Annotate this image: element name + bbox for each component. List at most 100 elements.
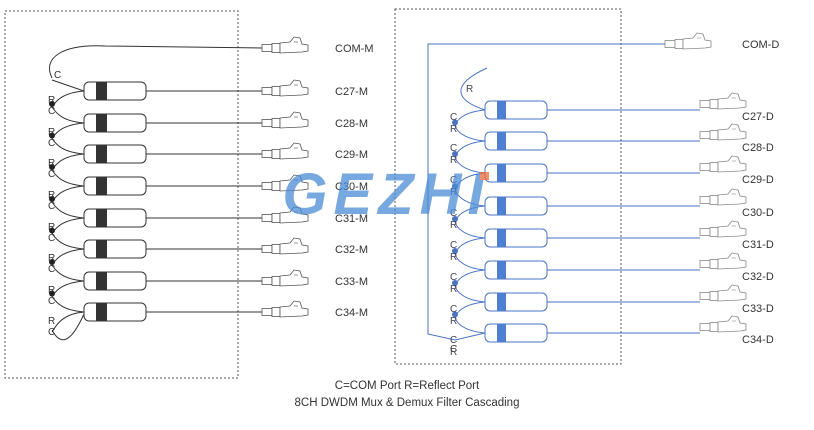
port-r-label: R — [48, 158, 55, 169]
channel-connector — [261, 237, 309, 255]
connector-boot — [261, 150, 273, 158]
filter-body — [83, 302, 147, 322]
port-r-label: R — [450, 347, 457, 358]
connector-ferrule — [709, 162, 719, 172]
port-c-label: C — [450, 240, 457, 251]
connector-boot — [261, 182, 273, 190]
mux-group: CCOM-MC27-MRCC28-MRCC29-MRCC30-MRCC31-MR… — [48, 36, 374, 341]
port-c-label: C — [450, 335, 457, 346]
legend-ports: C=COM Port R=Reflect Port — [334, 380, 480, 392]
connector-boot — [261, 214, 273, 222]
connector-ferrule — [271, 276, 281, 286]
junction-dot — [452, 216, 458, 222]
port-c-label: C — [54, 70, 61, 81]
filter-core — [96, 272, 107, 290]
filter-body — [484, 163, 548, 183]
channel-connector — [261, 79, 309, 97]
mux-filter-3: C29-MRC — [48, 142, 368, 180]
filter-core — [497, 324, 506, 342]
port-c-label: C — [48, 169, 55, 180]
junction-dot — [452, 311, 458, 318]
filter-core — [96, 114, 107, 132]
filter-core — [497, 101, 506, 119]
port-c-label: C — [48, 233, 55, 244]
connector-housing — [717, 123, 747, 141]
connector-boot — [261, 308, 273, 316]
port-c-label: C — [450, 272, 457, 283]
port-r-label: R — [48, 190, 55, 201]
connector-ferrule — [271, 86, 281, 96]
port-r-label: R — [48, 127, 55, 138]
connector-ferrule — [674, 39, 684, 49]
channel-label: C27-M — [335, 86, 368, 98]
connector-boot — [699, 292, 711, 300]
watermark-accent — [480, 172, 489, 180]
connector-housing — [279, 206, 309, 224]
port-r-label: R — [450, 187, 457, 198]
connector-ferrule — [271, 244, 281, 254]
junction-dot — [452, 151, 458, 157]
filter-core — [497, 132, 506, 150]
junction-dot — [452, 119, 458, 126]
connector-boot — [261, 87, 273, 95]
port-r-label: R — [450, 284, 457, 295]
port-r-label: R — [48, 253, 55, 264]
port-c-label: C — [48, 264, 55, 275]
connector-housing — [279, 269, 309, 287]
channel-label: C31-D — [742, 239, 774, 251]
com-fiber — [49, 45, 263, 79]
filter-core — [497, 197, 506, 215]
connector-ferrule — [271, 43, 281, 53]
mux-filter-2: C28-M RC — [48, 111, 368, 149]
port-c-label: C — [48, 296, 55, 307]
channel-connector — [699, 123, 747, 141]
mux-module-border — [4, 10, 239, 379]
channel-label: C27-D — [742, 111, 774, 123]
connector-housing — [682, 32, 712, 50]
filter-core — [497, 261, 506, 279]
junction-dot — [49, 101, 55, 107]
junction-dot — [49, 290, 55, 297]
connector-boot — [699, 323, 711, 331]
filter-core — [497, 293, 506, 311]
cascade-fiber — [51, 79, 85, 333]
junction-dot — [49, 196, 55, 202]
junction-dot — [49, 164, 55, 170]
filter-core — [96, 177, 107, 195]
channel-connector — [699, 284, 747, 302]
connector-housing — [717, 284, 747, 302]
filter-body — [484, 323, 548, 343]
channel-connector — [699, 252, 747, 270]
connector-boot — [699, 228, 711, 236]
channel-label: C28-M — [335, 118, 368, 130]
channel-connector — [261, 269, 309, 287]
demux-filter-2: C28-DCR — [450, 123, 774, 166]
connector-housing — [717, 92, 747, 110]
com-m-label: COM-M — [335, 43, 374, 55]
port-r-label: R — [48, 285, 55, 296]
channel-label: C29-D — [742, 174, 774, 186]
filter-body — [83, 144, 147, 164]
connector-housing — [717, 315, 747, 333]
mux-filter-7: C33-MRC — [48, 269, 368, 307]
channel-connector — [699, 92, 747, 110]
port-c-label: C — [48, 106, 55, 117]
mux-filter-1: C27-MRC — [48, 79, 368, 117]
connector-housing — [279, 174, 309, 192]
port-c-label: C — [450, 304, 457, 315]
filter-core — [96, 303, 107, 321]
port-c-label: C — [48, 138, 55, 149]
connector-housing — [279, 111, 309, 129]
demux-module-border — [394, 8, 622, 365]
tail-fiber — [51, 313, 85, 341]
channel-label: C33-D — [742, 303, 774, 315]
filter-core — [96, 240, 107, 258]
connector-ferrule — [709, 259, 719, 269]
port-c-label: C — [450, 208, 457, 219]
demux-filter-3: C29-DCR — [450, 155, 774, 198]
connector-boot — [699, 163, 711, 171]
connector-housing — [717, 155, 747, 173]
connector-ferrule — [709, 130, 719, 140]
filter-body — [83, 271, 147, 291]
filter-body — [83, 239, 147, 259]
